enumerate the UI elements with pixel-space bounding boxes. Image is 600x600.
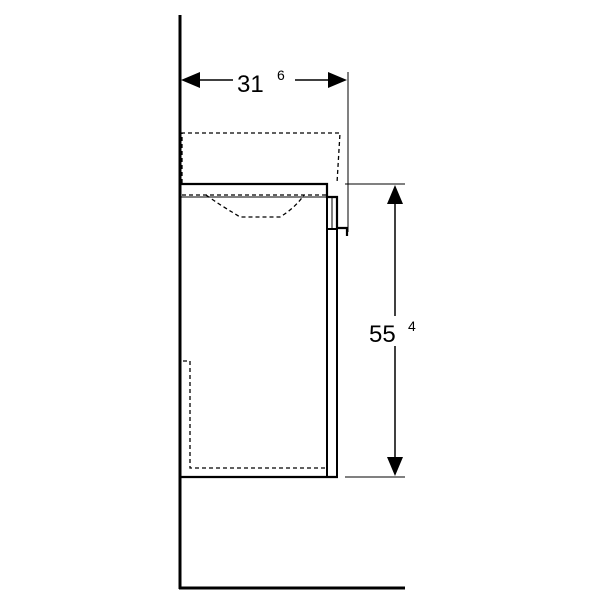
arrow-left-icon	[181, 72, 200, 88]
arrow-up-icon	[387, 185, 403, 204]
height-value: 55	[369, 321, 396, 348]
arrow-down-icon	[387, 457, 403, 476]
inner-cabinet-dashed	[183, 360, 326, 469]
width-value: 31	[237, 71, 264, 98]
door-panel	[327, 228, 338, 477]
width-fraction: 6	[277, 67, 285, 83]
height-fraction: 4	[408, 318, 416, 334]
basin-dashed	[181, 132, 341, 184]
width-dimension	[181, 72, 349, 232]
height-label-bg	[366, 316, 422, 346]
width-label-bg	[233, 66, 295, 96]
sink-bowl-dashed	[205, 194, 305, 218]
cabinet-top-and-handle	[180, 182, 349, 236]
cabinet-body	[180, 182, 349, 479]
wall-and-floor	[178, 15, 405, 590]
arrow-right-icon	[328, 72, 347, 88]
basin-outline-dashed	[181, 132, 341, 469]
